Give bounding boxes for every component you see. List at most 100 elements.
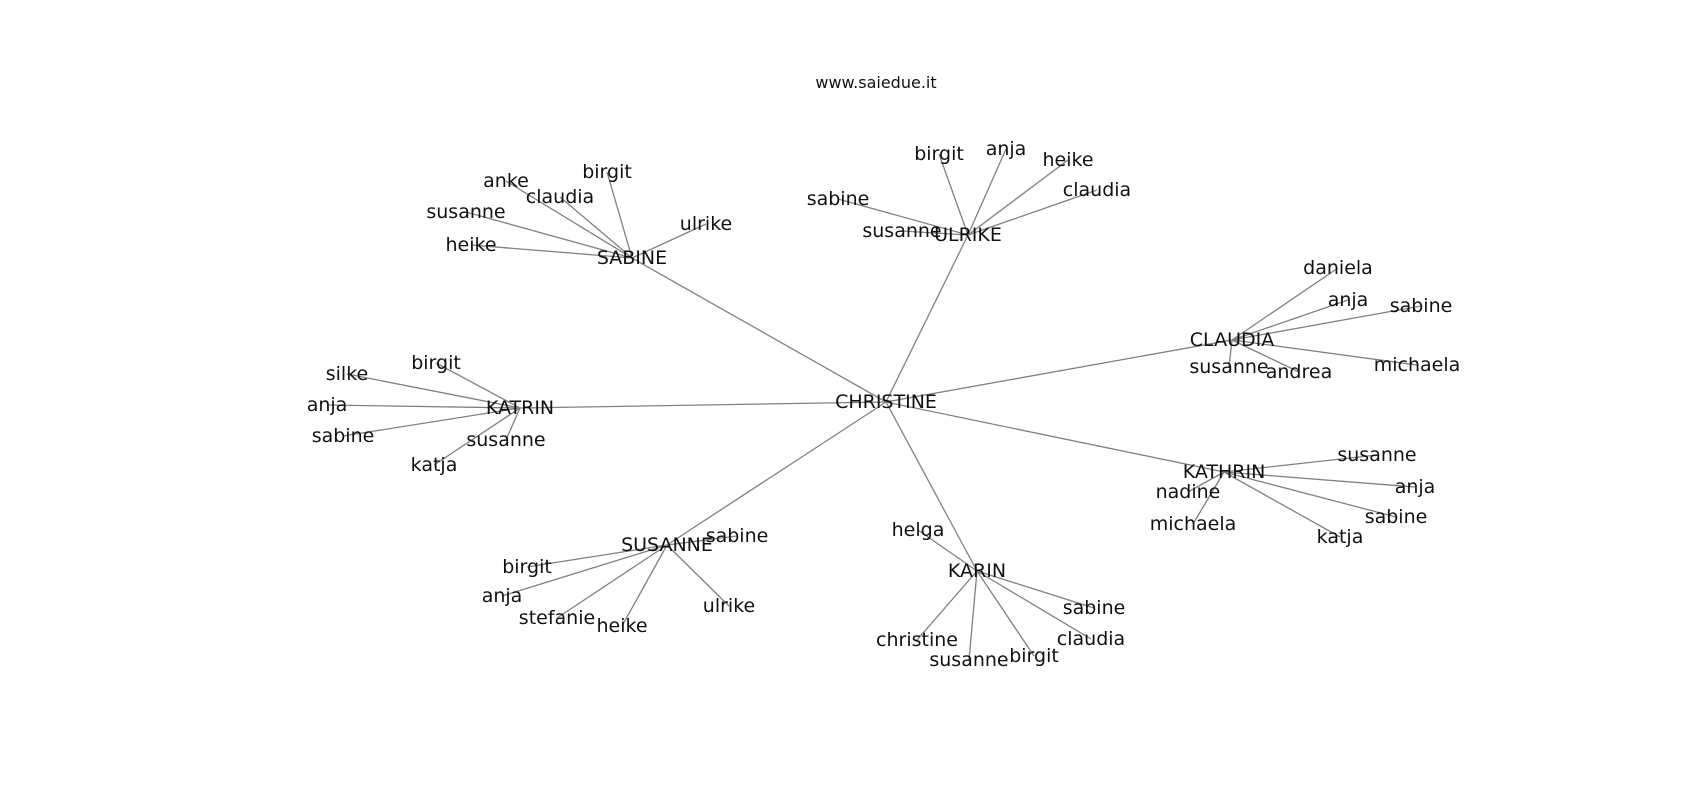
edge-katrin-birgit — [435, 362, 521, 409]
edge-claudia-sabine — [1231, 305, 1422, 341]
edge-katrin-sabine — [342, 407, 521, 437]
edge-susanne-heike — [621, 544, 668, 627]
hub-node-label: SUSANNE — [621, 534, 713, 556]
leaf-node-label: sabine — [1063, 597, 1126, 619]
edge-karin-sabine — [976, 570, 1095, 609]
leaf-node-label: katja — [411, 454, 458, 476]
edge-root-sabine — [631, 257, 887, 403]
edge-claudia-susanne — [1228, 339, 1233, 368]
leaf-node-label: sabine — [1365, 506, 1428, 528]
hub-node-label: KATHRIN — [1183, 461, 1266, 483]
edge-claudia-anja — [1231, 299, 1349, 341]
leaf-node-label: daniela — [1303, 257, 1373, 279]
edge-claudia-michaela — [1231, 339, 1418, 366]
leaf-node-label: christine — [876, 629, 958, 651]
edge-ulrike-susanne — [901, 230, 969, 236]
leaf-node-label: sabine — [807, 188, 870, 210]
edge-kathrin-nadine — [1187, 471, 1225, 493]
leaf-node-label: heike — [445, 234, 496, 256]
leaf-node-label: susanne — [862, 220, 941, 242]
label-layer: CHRISTINEbirgitankeclaudiasusanneheikeul… — [307, 138, 1461, 671]
leaf-node-label: susanne — [426, 201, 505, 223]
leaf-node-label: stefanie — [519, 607, 595, 629]
edge-ulrike-claudia — [967, 189, 1098, 236]
edge-root-ulrike — [885, 234, 969, 403]
edge-layer — [326, 148, 1422, 661]
site-url-label: www.saiedue.it — [815, 73, 936, 92]
leaf-node-label: birgit — [502, 556, 552, 578]
leaf-node-label: ulrike — [703, 595, 755, 617]
edge-karin-claudia — [976, 570, 1092, 640]
leaf-node-label: susanne — [466, 429, 545, 451]
edge-katrin-anja — [326, 404, 521, 409]
leaf-node-label: susanne — [1337, 444, 1416, 466]
edge-sabine-susanne — [465, 211, 633, 259]
leaf-node-label: anja — [1395, 476, 1436, 498]
leaf-node-label: katja — [1317, 526, 1364, 548]
leaf-node-label: helga — [892, 519, 945, 541]
leaf-node-label: anja — [986, 138, 1027, 160]
edge-sabine-claudia — [559, 196, 633, 259]
edge-karin-helga — [917, 529, 978, 572]
leaf-node-label: sabine — [312, 425, 375, 447]
leaf-node-label: nadine — [1156, 481, 1221, 503]
edge-ulrike-sabine — [837, 198, 969, 236]
leaf-node-label: silke — [326, 363, 368, 385]
hub-node-label: KATRIN — [486, 397, 554, 419]
leaf-node-label: claudia — [1063, 179, 1131, 201]
edge-susanne-birgit — [526, 544, 668, 568]
leaf-node-label: claudia — [526, 186, 594, 208]
leaf-node-label: ulrike — [680, 213, 732, 235]
leaf-node-label: heike — [596, 615, 647, 637]
edge-kathrin-sabine — [1223, 471, 1397, 518]
hub-node-label: CLAUDIA — [1190, 329, 1274, 351]
edge-susanne-stefanie — [556, 544, 668, 619]
hub-node-label: SABINE — [597, 247, 667, 269]
edge-root-kathrin — [885, 401, 1225, 473]
edge-karin-christine — [916, 570, 978, 641]
leaf-node-label: anja — [1328, 289, 1369, 311]
edge-kathrin-anja — [1223, 471, 1416, 488]
edge-kathrin-michaela — [1192, 471, 1225, 525]
leaf-node-label: claudia — [1057, 628, 1125, 650]
root-node-label: CHRISTINE — [835, 391, 937, 413]
edge-claudia-andrea — [1231, 339, 1300, 373]
leaf-node-label: anke — [483, 170, 529, 192]
edge-susanne-anja — [501, 544, 668, 597]
edge-root-claudia — [885, 339, 1233, 403]
edge-ulrike-birgit — [938, 153, 969, 236]
leaf-node-label: birgit — [914, 143, 964, 165]
leaf-node-label: susanne — [929, 649, 1008, 671]
leaf-node-label: anja — [482, 585, 523, 607]
leaf-node-label: sabine — [706, 525, 769, 547]
leaf-node-label: susanne — [1189, 356, 1268, 378]
edge-sabine-anke — [505, 180, 633, 259]
leaf-node-label: birgit — [582, 161, 632, 183]
leaf-node-label: michaela — [1150, 513, 1237, 535]
edge-root-karin — [885, 401, 978, 572]
edge-sabine-birgit — [606, 171, 633, 259]
edge-katrin-susanne — [505, 407, 521, 441]
hub-node-label: KARIN — [948, 560, 1006, 582]
edge-karin-susanne — [968, 570, 978, 661]
edge-susanne-sabine — [666, 535, 738, 546]
edge-sabine-ulrike — [631, 223, 707, 259]
edge-claudia-daniela — [1231, 267, 1339, 341]
edge-susanne-ulrike — [666, 544, 730, 607]
edge-kathrin-susanne — [1223, 454, 1378, 473]
edge-sabine-heike — [470, 244, 633, 259]
leaf-node-label: michaela — [1374, 354, 1461, 376]
leaf-node-label: heike — [1042, 149, 1093, 171]
leaf-node-label: birgit — [1009, 645, 1059, 667]
edge-kathrin-katja — [1223, 471, 1341, 538]
edge-ulrike-anja — [967, 148, 1007, 236]
edge-katrin-katja — [433, 407, 521, 466]
leaf-node-label: sabine — [1390, 295, 1453, 317]
leaf-node-label: andrea — [1266, 361, 1332, 383]
edge-ulrike-heike — [967, 159, 1069, 236]
edge-katrin-silke — [346, 373, 521, 409]
edge-karin-birgit — [976, 570, 1035, 657]
leaf-node-label: birgit — [411, 352, 461, 374]
edge-root-susanne — [666, 401, 887, 546]
